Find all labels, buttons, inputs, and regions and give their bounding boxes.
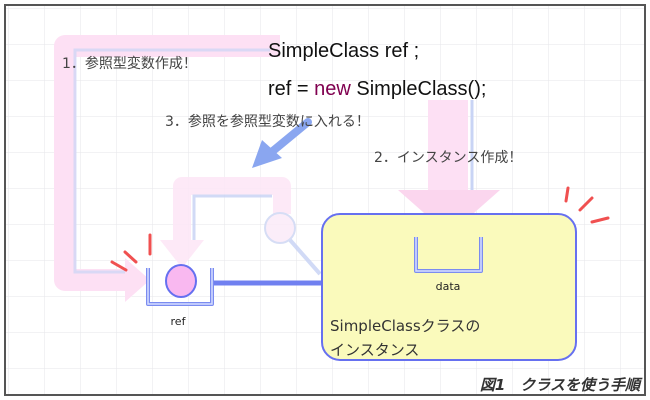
code-keyword-new: new: [314, 78, 351, 100]
instance-title-line1: SimpleClassクラスの: [330, 317, 480, 335]
figure-caption: 図1 クラスを使う手順: [480, 376, 643, 394]
arrow-step3: [252, 118, 312, 168]
code-line2-prefix: ref =: [268, 78, 314, 100]
step2-label: 2．インスタンス作成！: [374, 150, 522, 166]
step3-label: 3．参照を参照型変数に入れる！: [165, 113, 370, 130]
reference-path: [160, 177, 322, 276]
code-line2-suffix: SimpleClass();: [351, 78, 487, 100]
code-line2: ref = new SimpleClass();: [268, 78, 486, 100]
reference-value: [165, 264, 197, 298]
step1-label: 1．参照型変数作成！: [62, 55, 197, 72]
arrow-step1: [54, 35, 280, 302]
spark-icon: [110, 233, 152, 272]
code-line1: SimpleClass ref ;: [268, 40, 419, 62]
instance-title-line2: インスタンス: [330, 341, 419, 359]
arrow-step2: [398, 100, 500, 235]
spark-icon: [564, 186, 610, 224]
instance-box: [321, 213, 577, 361]
ref-variable-label: ref: [171, 315, 187, 328]
data-field-label: data: [436, 280, 461, 293]
